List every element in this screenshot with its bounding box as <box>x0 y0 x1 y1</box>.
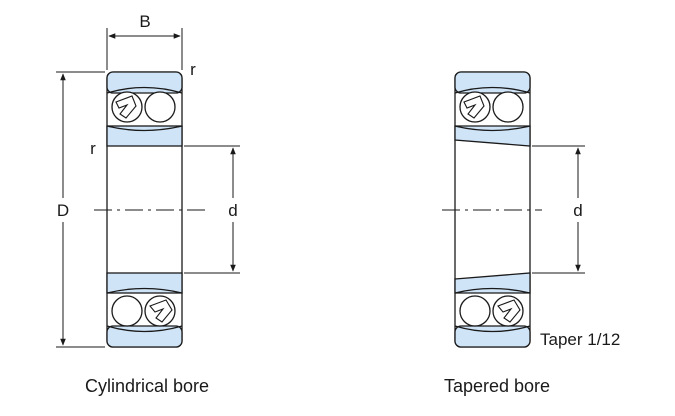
label-taper: Taper 1/12 <box>540 330 620 349</box>
cage-bottom <box>149 299 173 323</box>
label-d-left: d <box>228 201 237 220</box>
outer-raceway-bottom <box>106 325 183 333</box>
tapered-bearing <box>454 71 531 348</box>
tapered-cage-top <box>463 95 485 119</box>
inner-raceway-top <box>106 125 183 132</box>
tapered-inner-raceway-top <box>454 125 531 132</box>
tapered-ball-bottom-left <box>459 295 491 327</box>
inner-ring-top <box>106 125 183 147</box>
bottom-section <box>106 272 183 348</box>
dimension-B <box>106 28 183 70</box>
tapered-ball-top-right <box>492 91 524 123</box>
tapered-cage-bottom <box>497 299 521 323</box>
tapered-bottom-section <box>454 272 531 348</box>
cage-top <box>115 95 137 119</box>
ball-bottom-left <box>111 295 143 327</box>
label-r-top: r <box>190 60 196 79</box>
label-D: D <box>57 201 69 220</box>
ball-top-right <box>144 91 176 123</box>
ball-top-left <box>111 91 143 123</box>
tapered-ball-top-left <box>459 91 491 123</box>
tapered-outer-raceway-bottom <box>454 325 531 333</box>
tapered-inner-raceway-bottom <box>454 287 531 294</box>
label-B: B <box>139 12 150 31</box>
outer-ring-bottom <box>106 325 183 348</box>
dimension-d-right <box>532 145 585 274</box>
label-d-right: d <box>573 201 582 220</box>
top-section <box>106 71 183 147</box>
tapered-outer-ring-bottom <box>454 325 531 348</box>
outer-raceway-top <box>106 86 183 94</box>
inner-ring-bottom <box>106 272 183 294</box>
caption-tapered-bore: Tapered bore <box>444 376 550 396</box>
cylindrical-bearing <box>106 71 183 348</box>
dimension-D <box>56 71 105 348</box>
label-r-side: r <box>90 139 96 158</box>
tapered-outer-ring-top <box>454 71 531 94</box>
tapered-inner-ring-top <box>454 125 531 147</box>
tapered-outer-raceway-top <box>454 86 531 94</box>
outer-ring-top <box>106 71 183 94</box>
inner-raceway-bottom <box>106 287 183 294</box>
tapered-top-section <box>454 71 531 147</box>
caption-cylindrical-bore: Cylindrical bore <box>85 376 209 396</box>
dimension-d-left <box>184 145 240 274</box>
